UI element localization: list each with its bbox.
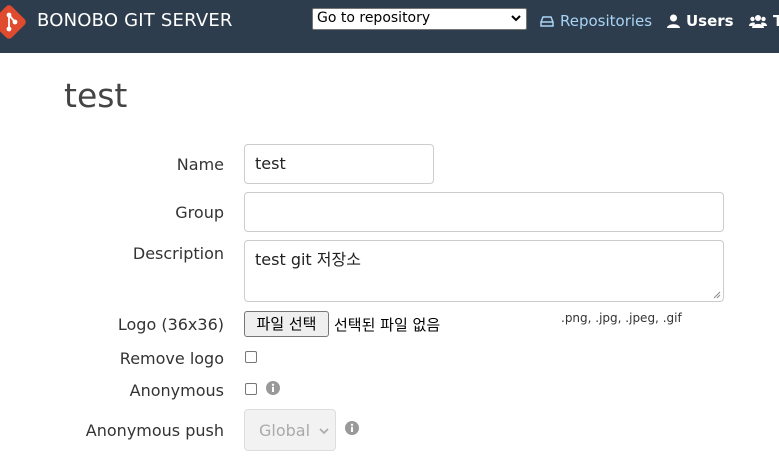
- group-label: Group: [175, 203, 224, 222]
- description-textarea[interactable]: test git 저장소: [244, 240, 724, 302]
- page-title: test: [64, 76, 128, 115]
- description-text: test git 저장소: [255, 250, 361, 269]
- nav-repositories-label: Repositories: [560, 12, 653, 30]
- users-group-icon: [749, 15, 767, 28]
- resize-grip-icon[interactable]: [713, 291, 721, 299]
- git-logo-icon[interactable]: [0, 4, 27, 40]
- info-icon[interactable]: [266, 381, 280, 395]
- nav-repositories-link[interactable]: Repositories: [540, 12, 652, 30]
- name-label: Name: [176, 155, 224, 174]
- brand-title[interactable]: BONOBO GIT SERVER: [37, 10, 233, 31]
- remove-logo-checkbox[interactable]: [245, 351, 257, 363]
- anonymous-push-value: Global: [259, 421, 311, 440]
- info-icon[interactable]: [345, 421, 359, 435]
- chevron-down-icon: [511, 15, 521, 22]
- repo-select-value: Go to repository: [317, 10, 431, 26]
- anonymous-label: Anonymous: [129, 381, 224, 400]
- go-to-repository-select[interactable]: Go to repository: [312, 8, 527, 30]
- anonymous-push-label: Anonymous push: [85, 421, 224, 440]
- remove-logo-label: Remove logo: [119, 349, 224, 368]
- nav-teams-link[interactable]: T: [749, 12, 779, 30]
- group-input[interactable]: [244, 192, 724, 232]
- nav-users-label: Users: [686, 12, 734, 30]
- nav-users-link[interactable]: Users: [667, 12, 734, 30]
- logo-format-hint: .png, .jpg, .jpeg, .gif: [561, 311, 682, 325]
- logo-label: Logo (36x36): [117, 315, 224, 334]
- top-navbar: BONOBO GIT SERVER Go to repository Repos…: [0, 0, 779, 53]
- no-file-chosen-text: 선택된 파일 없음: [334, 316, 441, 334]
- chevron-down-icon: [319, 428, 329, 435]
- nav-teams-label: T: [773, 12, 779, 30]
- choose-file-button[interactable]: 파일 선택: [244, 311, 329, 337]
- anonymous-push-select: Global: [244, 409, 336, 451]
- anonymous-checkbox[interactable]: [245, 383, 257, 395]
- hdd-icon: [540, 16, 554, 27]
- name-input[interactable]: test: [244, 144, 434, 184]
- user-icon: [667, 14, 680, 28]
- description-label: Description: [132, 244, 224, 263]
